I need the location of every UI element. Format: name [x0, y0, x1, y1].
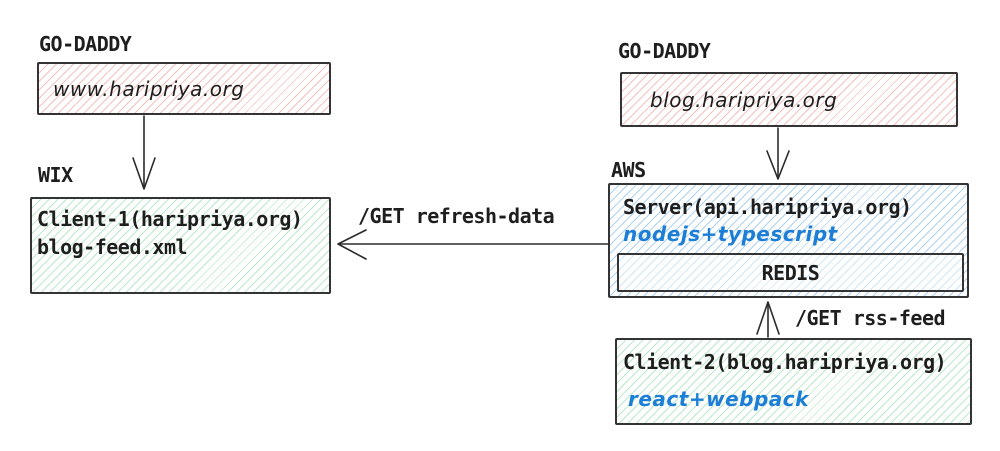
- server-title: Server(api.haripriya.org): [623, 195, 912, 219]
- www-domain-text: www.haripriya.org: [53, 76, 245, 101]
- www-domain-box: www.haripriya.org: [37, 62, 331, 115]
- aws-label: AWS: [611, 158, 646, 182]
- redis-label: REDIS: [761, 260, 820, 285]
- client1-feed-file: blog-feed.xml: [37, 235, 188, 259]
- blog-domain-text: blog.haripriya.org: [650, 87, 838, 112]
- redis-box: REDIS: [617, 253, 964, 292]
- godaddy-right-label: GO-DADDY: [618, 39, 711, 63]
- arrow-godaddy-to-aws-icon: [766, 127, 790, 180]
- blog-domain-box: blog.haripriya.org: [620, 72, 958, 127]
- wix-label: WIX: [38, 163, 73, 187]
- arrow-godaddy-to-wix-icon: [132, 115, 156, 190]
- refresh-data-edge-label: /GET refresh-data: [358, 204, 555, 228]
- arrow-aws-to-wix-icon: [337, 229, 609, 260]
- client2-box: Client-2(blog.haripriya.org) react+webpa…: [615, 338, 972, 425]
- client2-title: Client-2(blog.haripriya.org): [623, 350, 947, 374]
- server-stack-text: nodejs+typescript: [623, 222, 838, 246]
- client1-box: Client-1(haripriya.org) blog-feed.xml: [30, 197, 331, 294]
- godaddy-left-label: GO-DADDY: [39, 32, 132, 56]
- arrow-client2-to-aws-icon: [756, 301, 780, 338]
- client1-title: Client-1(haripriya.org): [37, 207, 303, 231]
- aws-server-box: Server(api.haripriya.org) nodejs+typescr…: [608, 183, 969, 298]
- rss-feed-edge-label: /GET rss-feed: [795, 306, 946, 330]
- client2-stack-text: react+webpack: [628, 387, 809, 411]
